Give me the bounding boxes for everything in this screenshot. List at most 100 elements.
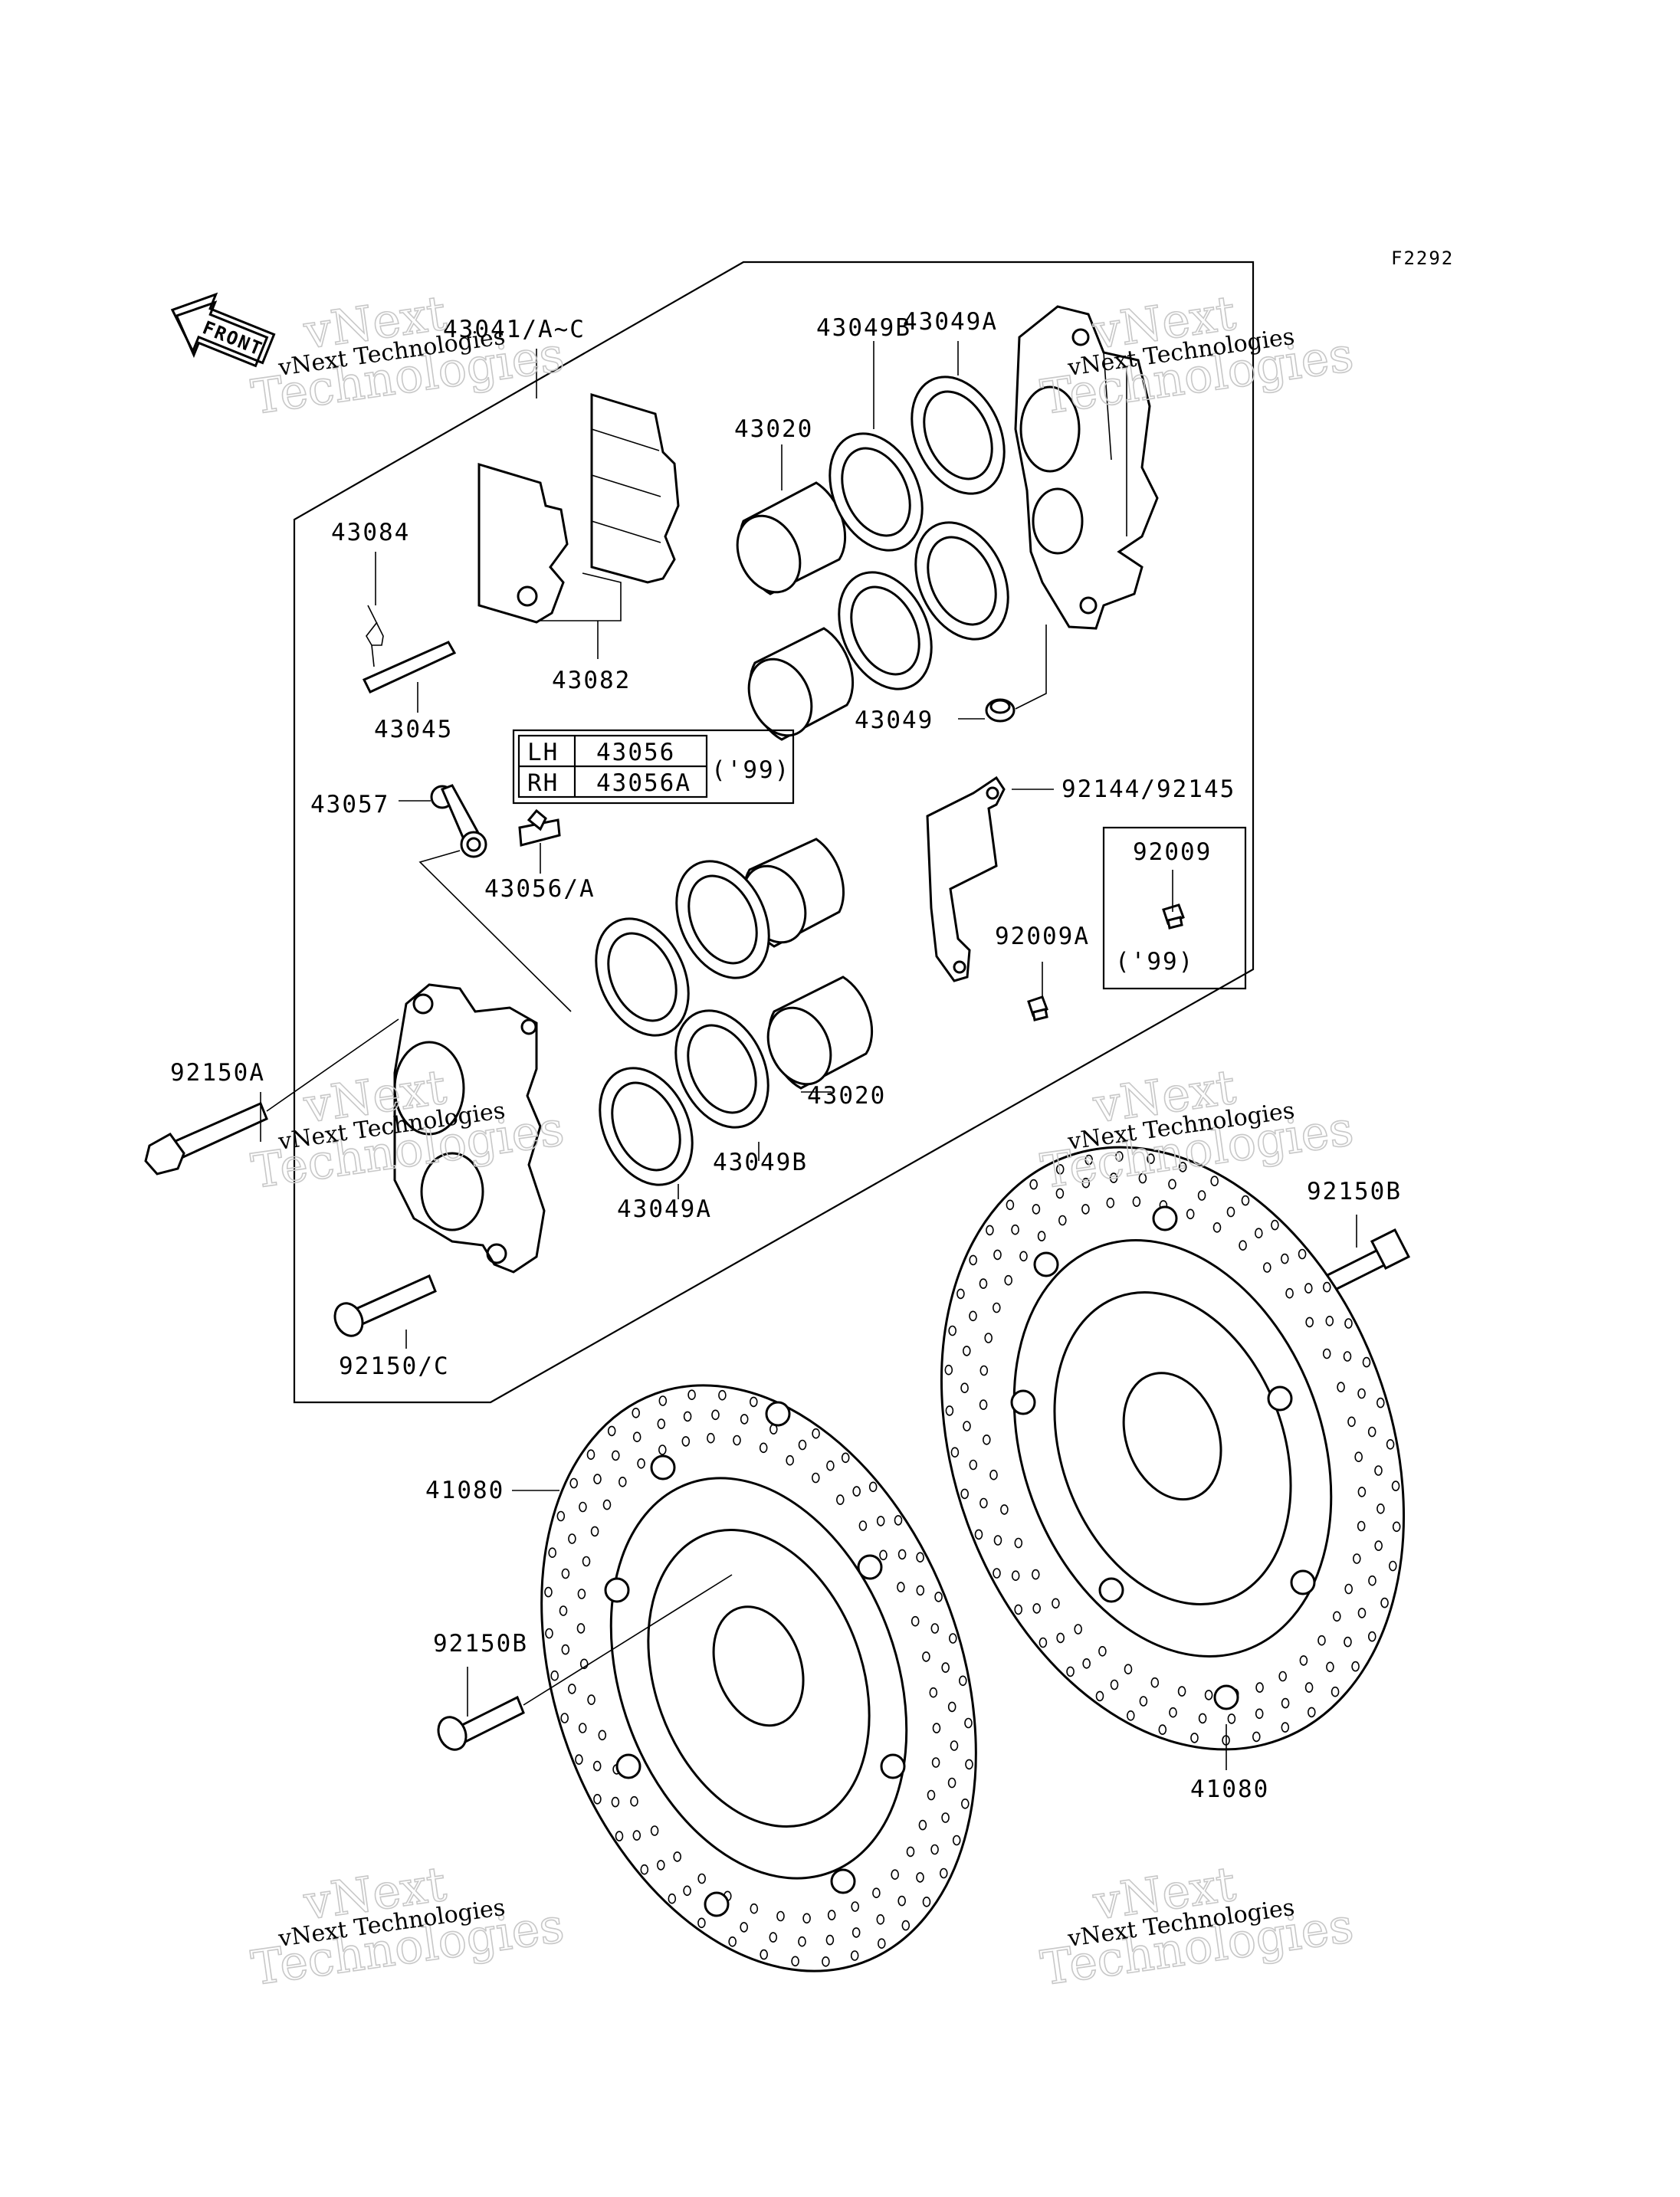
- drilled-hole: [728, 1936, 737, 1947]
- drilled-hole: [983, 1434, 991, 1445]
- drilled-hole: [941, 1662, 950, 1673]
- drilled-hole: [1317, 1635, 1326, 1646]
- drilled-hole: [941, 1812, 950, 1823]
- drilled-hole: [1014, 1537, 1023, 1549]
- drilled-hole: [897, 1582, 905, 1592]
- drilled-hole: [947, 1701, 956, 1713]
- drilled-hole: [960, 1799, 970, 1809]
- drilled-hole: [568, 1533, 576, 1544]
- drilled-hole: [1354, 1451, 1363, 1462]
- pad-pin: [362, 641, 457, 694]
- drilled-hole: [922, 1896, 931, 1907]
- drilled-hole: [932, 1723, 941, 1733]
- drilled-hole: [1056, 1632, 1065, 1644]
- drilled-hole: [1190, 1733, 1199, 1743]
- drilled-hole: [1357, 1608, 1367, 1618]
- drilled-hole: [827, 1910, 836, 1920]
- drilled-hole: [836, 1494, 845, 1505]
- drilled-hole: [1006, 1199, 1015, 1211]
- drilled-hole: [964, 1717, 973, 1729]
- label-43049: 43049: [855, 707, 934, 734]
- drilled-hole: [960, 1382, 969, 1393]
- drilled-hole: [950, 1447, 960, 1458]
- drilled-hole: [632, 1431, 641, 1443]
- drilled-hole: [1109, 1172, 1118, 1183]
- drilled-hole: [841, 1452, 850, 1464]
- drilled-hole: [791, 1956, 799, 1967]
- drilled-hole: [960, 1488, 970, 1500]
- drilled-hole: [993, 1249, 1002, 1261]
- drilled-hole: [711, 1409, 720, 1421]
- drilled-hole: [668, 1893, 677, 1904]
- drilled-hole: [1132, 1196, 1141, 1207]
- drilled-hole: [1055, 1188, 1065, 1199]
- drilled-hole: [798, 1439, 807, 1451]
- drilled-hole: [984, 1333, 993, 1343]
- drilled-hole: [851, 1927, 861, 1938]
- drilled-hole: [1210, 1176, 1219, 1187]
- caliper-mount-bolt-c: [333, 1274, 437, 1337]
- drilled-hole: [852, 1486, 861, 1497]
- leader-lines: [260, 341, 1357, 1770]
- drilled-hole: [798, 1936, 806, 1947]
- drilled-hole: [1169, 1707, 1177, 1718]
- drilled-hole: [1298, 1248, 1307, 1260]
- drilled-hole: [632, 1407, 640, 1418]
- label-43045: 43045: [374, 716, 453, 743]
- caliper-half-inner: [393, 983, 546, 1274]
- drilled-hole: [1374, 1540, 1383, 1551]
- drilled-hole: [560, 1713, 569, 1723]
- pistons-top: [736, 481, 855, 741]
- drilled-hole: [657, 1418, 666, 1429]
- drilled-hole: [1066, 1666, 1075, 1677]
- drilled-hole: [1110, 1679, 1119, 1690]
- drilled-hole: [1139, 1696, 1148, 1707]
- drilled-hole: [965, 1759, 973, 1770]
- caliper-assembly-boundary: [293, 261, 1255, 1404]
- table-side-rh: RH: [527, 769, 559, 797]
- label-92150a: 92150A: [170, 1059, 265, 1087]
- drilled-hole: [1032, 1603, 1041, 1614]
- label-92009: 92009: [1133, 838, 1212, 866]
- drilled-hole: [916, 1585, 925, 1596]
- drilled-hole: [1325, 1316, 1334, 1326]
- drilled-hole: [1029, 1179, 1038, 1190]
- label-92009a: 92009A: [995, 923, 1090, 950]
- drilled-hole: [901, 1920, 911, 1931]
- drilled-hole: [897, 1549, 907, 1560]
- brake-pad-pair: [477, 392, 680, 624]
- label-43056a: 43056/A: [484, 875, 596, 903]
- drilled-hole: [950, 1740, 959, 1751]
- drilled-hole: [612, 1450, 620, 1461]
- drilled-hole: [556, 1510, 566, 1522]
- watermark: vNext Technologies vNext Technologies: [1037, 1058, 1357, 1200]
- drilled-hole: [1305, 1317, 1314, 1328]
- drilled-hole: [561, 1644, 570, 1655]
- drilled-hole: [750, 1903, 759, 1914]
- caliper-bracket: [926, 776, 1006, 982]
- drilled-hole: [611, 1796, 620, 1808]
- pistons-seals-bottom: [595, 838, 874, 1186]
- bleeder-cap: [985, 698, 1016, 723]
- label-43049a-bottom: 43049A: [617, 1195, 712, 1223]
- drilled-hole: [1124, 1664, 1133, 1675]
- drilled-hole: [548, 1547, 557, 1558]
- drilled-hole: [979, 1365, 989, 1376]
- drilled-hole: [1344, 1583, 1353, 1595]
- label-43041: 43041/A~C: [443, 316, 586, 343]
- brake-hose-fitting: [430, 784, 487, 858]
- seals-top: [829, 375, 1009, 690]
- drilled-hole: [931, 1757, 940, 1768]
- drilled-hole: [1000, 1504, 1009, 1515]
- drilled-hole: [945, 1405, 954, 1416]
- drilled-hole: [1357, 1520, 1366, 1532]
- drilled-hole: [858, 1520, 868, 1531]
- drilled-hole: [1004, 1274, 1012, 1286]
- watermark: vNext Technologies vNext Technologies: [248, 284, 568, 426]
- drilled-hole: [1055, 1164, 1065, 1175]
- brake-disc-right: [940, 1146, 1406, 1751]
- drilled-hole: [1032, 1204, 1041, 1215]
- drilled-hole: [1351, 1661, 1360, 1672]
- drilled-hole: [590, 1526, 599, 1537]
- drilled-hole: [1331, 1686, 1340, 1697]
